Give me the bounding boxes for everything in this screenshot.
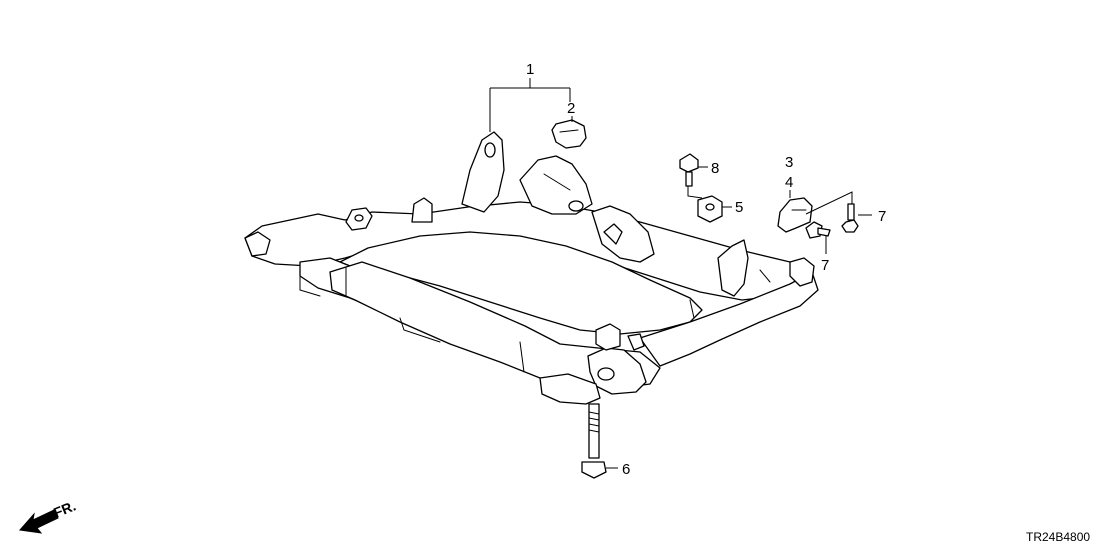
front-subframe-drawing [244, 131, 819, 405]
part-5-nut [697, 195, 723, 223]
part-8-bolt [679, 153, 699, 187]
part-7-bolt-lower [805, 221, 831, 239]
callout-2: 2 [567, 100, 575, 117]
callout-3: 3 [785, 154, 793, 171]
part-6-long-bolt [581, 403, 607, 479]
part-3-4-bracket [777, 197, 813, 233]
callout-6: 6 [622, 461, 630, 478]
callout-7-upper: 7 [878, 208, 886, 225]
callout-1: 1 [526, 61, 534, 78]
direction-label: FR. [51, 497, 78, 520]
part-2-cover [551, 119, 587, 149]
drawing-code: TR24B4800 [1026, 530, 1090, 544]
part-7-bolt-upper [841, 203, 859, 233]
front-direction-arrow-icon [19, 509, 59, 534]
callout-8: 8 [711, 160, 719, 177]
callout-4: 4 [785, 174, 793, 191]
callout-5: 5 [735, 199, 743, 216]
leader-lines [489, 78, 872, 469]
callout-7-lower: 7 [821, 257, 829, 274]
